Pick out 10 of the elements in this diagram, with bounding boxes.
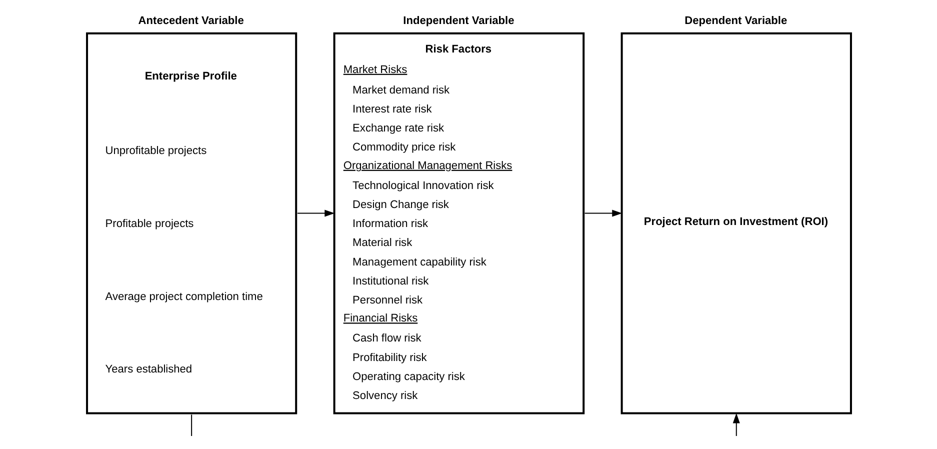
node-box: Enterprise Profile Unprofitable projects Profitable projects Average project completion time Years established	[86, 32, 297, 414]
connector	[190, 414, 192, 436]
arrow	[296, 210, 334, 217]
node-label: Independent Variable	[402, 15, 514, 28]
arrow	[732, 413, 740, 436]
node-label: Antecedent Variable	[138, 15, 244, 28]
node-box: Risk Factors Market Risks Market demand risk Interest rate risk Exchange rate risk Commodity price risk Organizational Management Risks Technological Innovation risk Design Change risk Information risk Material risk Management capability risk Institutional risk Personnel risk Financial Risks Cash flow risk Profitability risk Operating capacity risk Solvency risk	[332, 32, 584, 414]
node-label: Dependent Variable	[684, 15, 787, 28]
arrow	[584, 210, 622, 217]
node-box: Project Return on Investment (ROI)	[620, 32, 852, 414]
